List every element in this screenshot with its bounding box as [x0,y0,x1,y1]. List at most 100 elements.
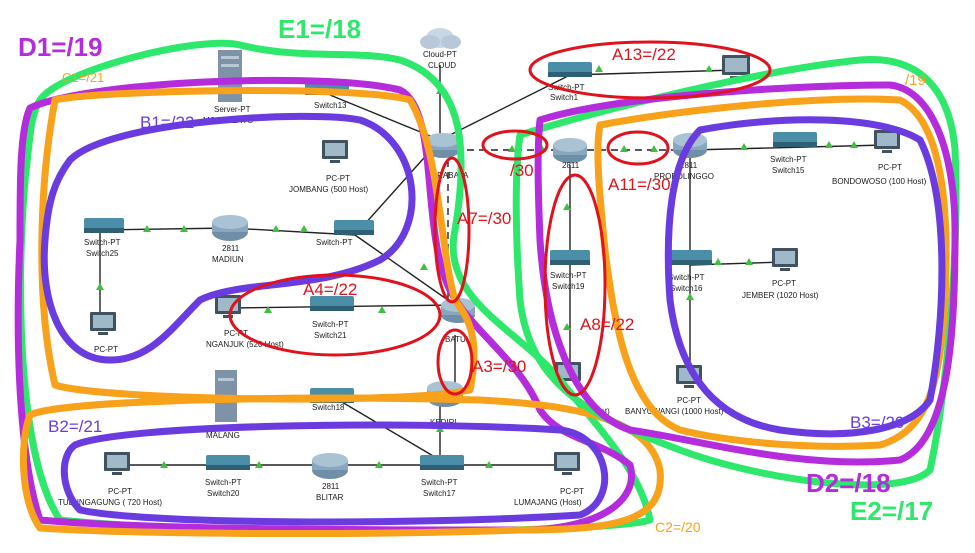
label-pc-left-type: PC-PT [94,345,118,354]
label-cloud: CLOUD [428,61,456,70]
label-cloud-type: Cloud-PT [423,50,457,59]
loop-d1 [14,76,635,534]
label-switch16-type: Switch-PT [668,273,705,282]
loop-a7 [433,156,471,304]
switch-icon-switch1[interactable] [548,62,592,77]
label-switch25-type: Switch-PT [84,238,121,247]
annot-b2: B2=/21 [48,417,102,436]
loop-a3 [436,328,474,396]
label-probolinggo: PROBOLINGGO [654,172,714,181]
loop-a13 [528,40,772,100]
loop-a12 [481,129,549,161]
annot-b3: B3=/20 [850,413,904,432]
annot-a3: A3=/30 [472,357,526,376]
label-madiun-type: 2811 [222,244,240,253]
label-jember-type: PC-PT [772,279,796,288]
label-switch19-type: Switch-PT [550,271,587,280]
annot-c3: /19 [905,72,926,89]
label-switch20-type: Switch-PT [205,478,242,487]
cloud-icon[interactable] [420,28,461,49]
label-bondowoso: BONDOWOSO (100 Host) [832,177,927,186]
pc-icon-tulungagung[interactable] [104,452,130,475]
switch-icon-switch21[interactable] [310,296,354,311]
router-icon-surabaya[interactable] [426,133,460,158]
label-router-mid-type: 2811 [562,161,580,170]
label-switch25: Switch25 [86,249,119,258]
label-banyuwangi-type: PC-PT [677,396,701,405]
loop-a4 [228,273,442,357]
pc-icon-jombang[interactable] [322,140,348,163]
router-icon-lumajang[interactable] [553,138,587,163]
label-switch17-type: Switch-PT [421,478,458,487]
label-switch21: Switch21 [314,331,347,340]
label-malang: MALANG [206,431,240,440]
label-jember: JEMBER (1020 Host) [742,291,819,300]
label-jombang-type: PC-PT [326,174,350,183]
annot-a12: /30 [510,161,534,180]
label-lumajang-pc: LUMAJANG (Host) [514,498,582,507]
label-tulungagung-type: PC-PT [108,487,132,496]
label-switch1-type: Switch-PT [548,83,585,92]
label-blitar-type: 2811 [322,482,340,491]
subnet-loops [14,39,960,538]
loop-a8 [543,173,607,397]
loop-c3 [594,95,950,450]
label-switch18: Switch18 [312,403,345,412]
pc-icon-jember[interactable] [772,248,798,271]
label-batu: BATU [445,335,466,344]
switch-icon-switch25[interactable] [84,218,124,233]
loop-b1 [40,112,416,364]
loop-b2 [60,421,609,526]
label-probolinggo-type: 2811 [680,161,698,170]
annot-c1: C1=/21 [62,70,104,85]
switch-icon-switch24[interactable] [334,220,374,235]
router-icon-madiun[interactable] [212,215,248,241]
label-switch17: Switch17 [423,489,456,498]
cable [354,234,456,306]
label-jombang: JOMBANG (500 Host) [289,185,368,194]
annot-a8: A8=/22 [580,315,634,334]
pc-icon-bondowoso[interactable] [874,130,900,153]
label-blitar: BLITAR [316,493,344,502]
annot-e2: E2=/17 [850,496,933,526]
switch-icon-switch17[interactable] [420,455,464,470]
label-switch20: Switch20 [207,489,240,498]
label-switch15-type: Switch-PT [770,155,807,164]
router-icon-blitar[interactable] [312,453,348,479]
loop-e1 [17,39,654,535]
switch-icon-switch20[interactable] [206,455,250,470]
annot-a7: A7=/30 [457,209,511,228]
switch-icon-switch15[interactable] [773,132,817,147]
pc-icon-left[interactable] [90,312,116,335]
label-switch13: Switch13 [314,101,347,110]
pc-icon-lumajang[interactable] [554,452,580,475]
label-surabaya: SURABAYA [426,171,469,180]
label-switch24-type: Switch-PT [316,238,353,247]
label-server-type: Server-PT [214,105,251,114]
annotations: D1=/19 E1=/18 C1=/21 B1=/22 A13=/22 /30 … [18,14,933,535]
annot-c2: C2=/20 [655,519,701,535]
label-nganjuk-type: PC-PT [224,329,248,338]
label-switch1: Switch1 [550,93,579,102]
loop-b3 [664,116,946,438]
loop-d2 [534,81,959,466]
label-switch21-type: Switch-PT [312,320,349,329]
loop-a11 [606,130,670,166]
label-switch19: Switch19 [552,282,585,291]
annot-d1: D1=/19 [18,32,103,62]
annot-a4: A4=/22 [303,280,357,299]
annot-a11: A11=/30 [608,175,671,194]
label-switch16: Switch16 [670,284,703,293]
label-madiun: MADIUN [212,255,244,264]
switch-icon-switch16[interactable] [668,250,712,265]
loop-e2 [512,56,960,489]
label-nganjuk: NGANJUK (520 Host) [206,340,284,349]
label-banyuwangi: BANYUWANGI (1000 Host) [625,407,724,416]
label-switch15: Switch15 [772,166,805,175]
switch-icon-switch19[interactable] [550,250,590,265]
label-tulungagung: TULUNGAGUNG ( 720 Host) [58,498,162,507]
annot-d2: D2=/18 [806,468,891,498]
loop-c1 [38,87,478,403]
